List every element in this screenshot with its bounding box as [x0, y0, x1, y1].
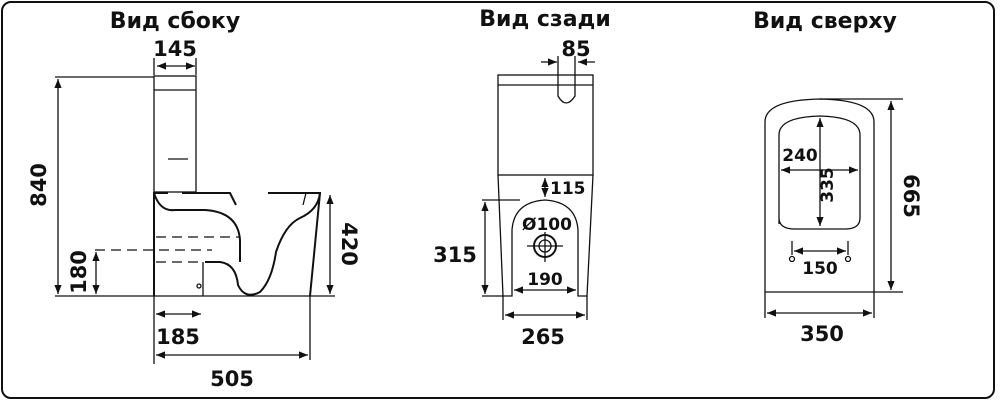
top-view-title: Вид сверху	[753, 9, 897, 34]
dim-base-height: 315	[433, 243, 477, 267]
side-view-title: Вид сбоку	[110, 9, 240, 34]
dim-pipe-diameter: Ø100	[522, 215, 572, 235]
dim-base-width: 265	[521, 325, 565, 349]
dim-bowl-length: 335	[818, 167, 838, 203]
dim-total-height: 840	[27, 163, 51, 207]
dim-bowl-height: 420	[337, 222, 361, 266]
dim-inner-width: 190	[527, 270, 563, 290]
dim-slot-width: 85	[561, 37, 590, 61]
dim-total-length-top: 665	[899, 174, 923, 218]
top-view: Вид сверху 335 240 150 665 350	[753, 9, 923, 346]
side-view: Вид сбоку 145 840 180 420	[27, 9, 361, 391]
dim-total-length: 505	[210, 367, 254, 391]
back-view-title: Вид сзади	[479, 7, 610, 32]
drawing-frame	[1, 1, 995, 399]
dim-outlet-height: 180	[67, 250, 91, 294]
dim-mount-spacing: 150	[802, 259, 838, 279]
back-view: Вид сзади 85 115 Ø100 190 315 265	[433, 7, 611, 349]
dim-gap-height: 115	[550, 179, 586, 199]
dim-bowl-width: 240	[782, 146, 818, 166]
dim-total-width: 350	[800, 322, 844, 346]
dim-outlet-offset: 185	[156, 325, 200, 349]
dim-tank-depth: 145	[153, 37, 197, 61]
